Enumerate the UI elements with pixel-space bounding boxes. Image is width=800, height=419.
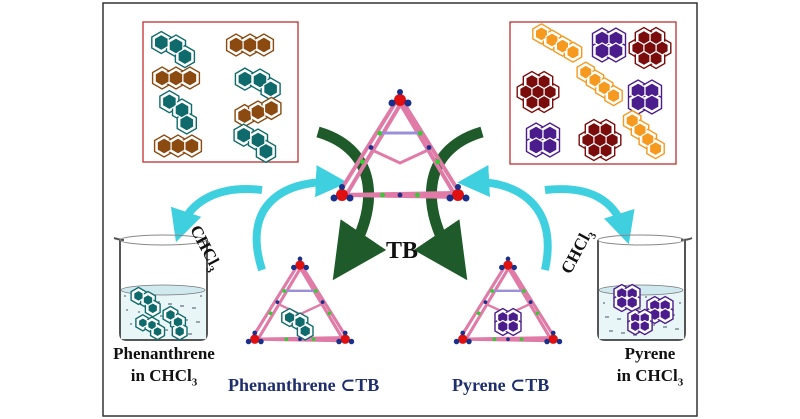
pyrene-molecule-icon [591,27,627,63]
anthracene-molecule-icon [225,33,275,57]
phenanthrene-in-chcl3-label: Phenanthrene in CHCl3 [113,344,215,389]
right-box-molecules [516,23,672,162]
outer-frame [102,2,698,417]
naphthacene-molecule-icon [576,61,623,107]
green-arrow-left [316,126,387,281]
phenanthrene-molecule-icon [233,123,277,164]
pyrene-tb-complex-label: Pyrene ⊂TB [452,375,550,395]
naphthacene-molecule-icon [532,23,583,63]
phenanthrene-tb-complex-label: Phenanthrene ⊂TB [228,375,380,395]
anthracene-molecule-icon [151,66,201,90]
coronene-molecule-icon [628,26,672,70]
anthracene-molecule-icon [234,96,282,128]
pyrene-molecule-icon [627,308,653,336]
cage-molecule-icon [453,256,563,345]
naphthacene-molecule-icon [622,109,665,160]
coronene-molecule-icon [578,118,622,162]
cyan-arrow-right-down [544,185,635,245]
phenanthrene-molecule-icon [159,89,198,135]
phenanthrene-molecule-icon [135,313,166,341]
dissolved-molecules [130,283,674,341]
phenanthrene-molecule-icon [162,305,188,341]
left-box-molecules [151,30,282,164]
cyan-arrow-right [457,165,552,271]
cage-molecule-icon [245,256,355,345]
phenanthrene-molecule-icon [130,286,161,318]
coronene-molecule-icon [516,70,560,114]
pyrene-in-chcl3-label: Pyrene in CHCl3 [616,344,684,389]
pyrene-molecule-icon [525,122,561,158]
phenanthrene-molecule-icon [151,30,196,69]
pyrene-molecule-icon [494,307,522,337]
pyrene-molecule-icon [627,79,663,115]
anthracene-molecule-icon [153,134,203,158]
phenanthrene-molecule-icon [281,307,314,341]
cyan-arrow-left-down [170,185,263,243]
phenanthrene-molecule-icon [234,67,281,101]
cyan-arrow-left [252,165,348,272]
green-arrow-right [413,126,484,281]
pyrene-molecule-icon [613,283,641,313]
tb-label: TB [386,238,419,264]
cage-molecule-icon [330,89,470,202]
